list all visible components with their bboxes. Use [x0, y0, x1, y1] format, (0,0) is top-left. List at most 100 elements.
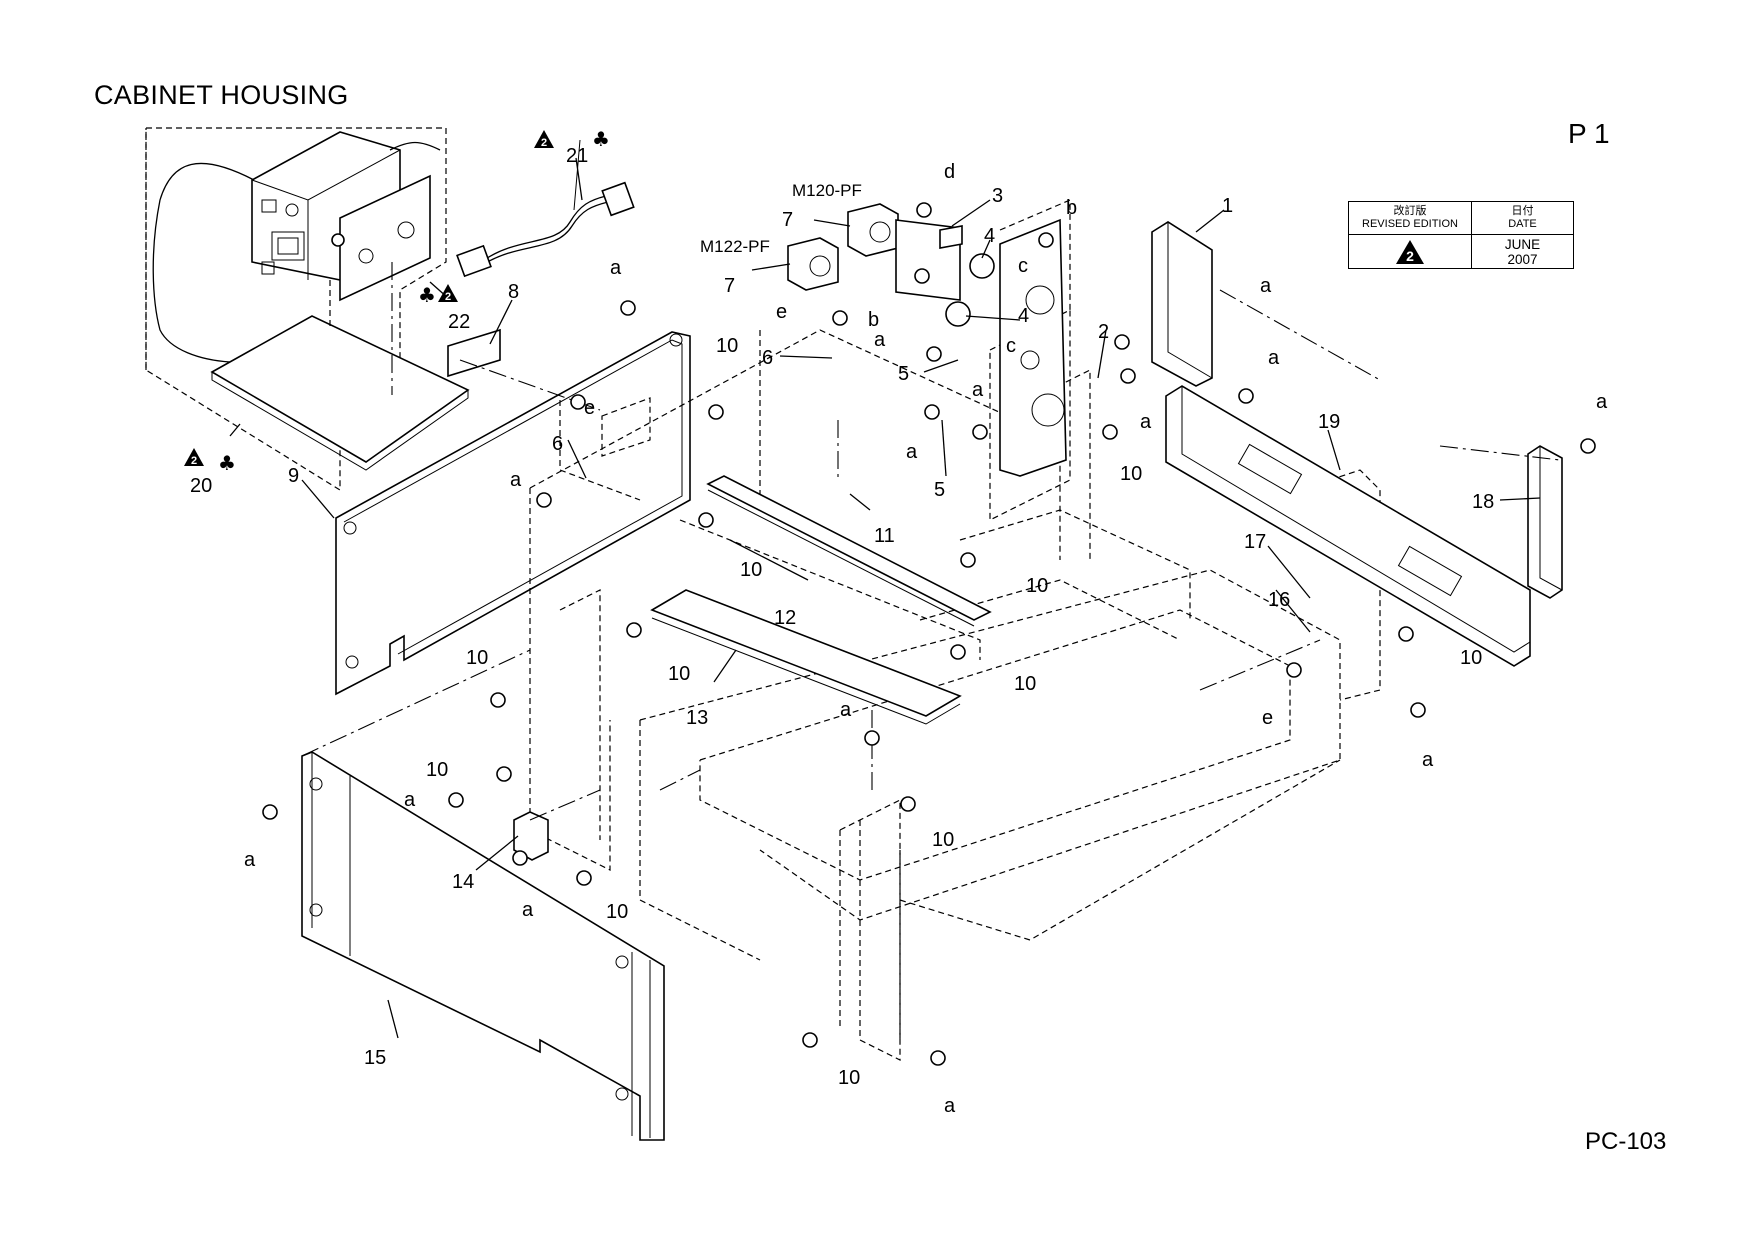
callout-a: a [522, 899, 534, 921]
page-reference: P 1 [1568, 118, 1610, 149]
revision-triangle-icon: 2 [1396, 239, 1424, 264]
power-supply-assembly [145, 127, 470, 492]
callout-21: 21 [566, 145, 588, 167]
callout-10: 10 [1014, 673, 1036, 695]
callout-6-upper: 6 [762, 347, 773, 369]
callout-5-lower: 5 [934, 479, 945, 501]
callout-11: 11 [874, 525, 895, 547]
callout-7-m120: 7 [782, 209, 793, 231]
callout-a: a [906, 441, 918, 463]
revision-triangle-icon: 2 [534, 130, 554, 149]
callout-17: 17 [1244, 531, 1266, 553]
page-title: CABINET HOUSING [94, 80, 349, 110]
callout-10: 10 [1026, 575, 1048, 597]
callout-e: e [584, 397, 595, 419]
revision-triangle-icon: 2 [438, 284, 458, 303]
motor-m120-pf [847, 203, 899, 257]
callout-a: a [610, 257, 622, 279]
motor-m122-pf [787, 237, 839, 291]
stay-12 [706, 475, 992, 627]
frame-structure [529, 199, 1381, 1061]
revised-edition-label: REVISED EDITION [1362, 218, 1458, 230]
club-icon: ♣ [218, 451, 236, 475]
callout-leaders [229, 157, 1541, 1039]
callout-18: 18 [1472, 491, 1494, 513]
date-header: 日付 DATE [1472, 202, 1573, 235]
callout-b: b [1066, 197, 1077, 219]
callout-a: a [1140, 411, 1152, 433]
callout-10: 10 [466, 647, 488, 669]
gears-4 [945, 253, 995, 327]
document-id: PC-103 [1585, 1128, 1667, 1155]
callout-5-upper: 5 [898, 363, 909, 385]
callout-a: a [1268, 347, 1280, 369]
callout-3: 3 [992, 185, 1003, 207]
revision-number: 2 [191, 455, 197, 467]
model-label-m120-pf: M120-PF [792, 181, 862, 200]
callout-22: 22 [448, 311, 470, 333]
revised-edition-header: 改訂版 REVISED EDITION [1349, 202, 1472, 235]
callout-10: 10 [932, 829, 954, 851]
callout-a: a [510, 469, 522, 491]
callout-4-upper: 4 [984, 225, 995, 247]
callout-15: 15 [364, 1047, 386, 1069]
callout-a: a [1596, 391, 1608, 413]
callout-a: a [404, 789, 416, 811]
revision-number: 2 [1406, 248, 1414, 264]
power-cord-21 [456, 139, 635, 278]
revision-table: 改訂版 REVISED EDITION 日付 DATE 2 JUNE 2007 [1348, 201, 1574, 269]
revision-date: JUNE 2007 [1472, 235, 1573, 268]
callout-2: 2 [1098, 321, 1109, 343]
callout-16: 16 [1268, 589, 1290, 611]
callout-10: 10 [838, 1067, 860, 1089]
callout-8: 8 [508, 281, 519, 303]
callout-d: d [944, 161, 955, 183]
revision-symbols: 2 ♣ ♣ 2 2 ♣ [184, 127, 610, 475]
callout-1: 1 [1222, 195, 1233, 217]
club-icon: ♣ [418, 283, 436, 307]
callout-10: 10 [606, 901, 628, 923]
revision-triangle-icon: 2 [184, 448, 204, 467]
callout-4-lower: 4 [1018, 305, 1029, 327]
callout-14: 14 [452, 871, 474, 893]
callout-20: 20 [190, 475, 212, 497]
date-month: JUNE [1504, 236, 1541, 252]
cover-18 [1527, 445, 1563, 599]
date-label: DATE [1508, 218, 1537, 230]
revision-number: 2 [541, 137, 547, 149]
callout-10: 10 [426, 759, 448, 781]
callout-a: a [944, 1095, 956, 1117]
date-jp: 日付 [1511, 205, 1534, 217]
club-icon: ♣ [592, 127, 610, 151]
bracket-14 [513, 811, 549, 861]
callout-13: 13 [686, 707, 708, 729]
callout-6-lower: 6 [552, 433, 563, 455]
callout-b: b [868, 309, 879, 331]
front-panel-15 [301, 751, 665, 1141]
revision-number: 2 [445, 291, 451, 303]
date-year: 2007 [1507, 251, 1538, 267]
callout-10: 10 [1460, 647, 1482, 669]
drive-assembly [999, 218, 1067, 477]
callout-a: a [1260, 275, 1272, 297]
callout-19: 19 [1318, 411, 1340, 433]
right-cover-19 [1165, 385, 1531, 667]
callout-9: 9 [288, 465, 299, 487]
callout-a: a [840, 699, 852, 721]
callout-10: 10 [740, 559, 762, 581]
callout-a: a [874, 329, 886, 351]
leader-centerlines [301, 289, 1561, 821]
callout-labels: 1 2 3 4 4 5 5 6 6 7 7 8 9 11 12 13 14 15… [190, 145, 1608, 1117]
callout-12: 12 [774, 607, 796, 629]
callout-e: e [1262, 707, 1273, 729]
callout-e: e [776, 301, 787, 323]
callout-10: 10 [716, 335, 738, 357]
fastener-screws [262, 202, 1596, 1066]
callout-10: 10 [1120, 463, 1142, 485]
callout-a: a [244, 849, 256, 871]
callout-c: c [1018, 255, 1028, 277]
callout-7-m122: 7 [724, 275, 735, 297]
stay-13 [650, 589, 962, 725]
revision-mark-cell: 2 [1349, 235, 1472, 268]
